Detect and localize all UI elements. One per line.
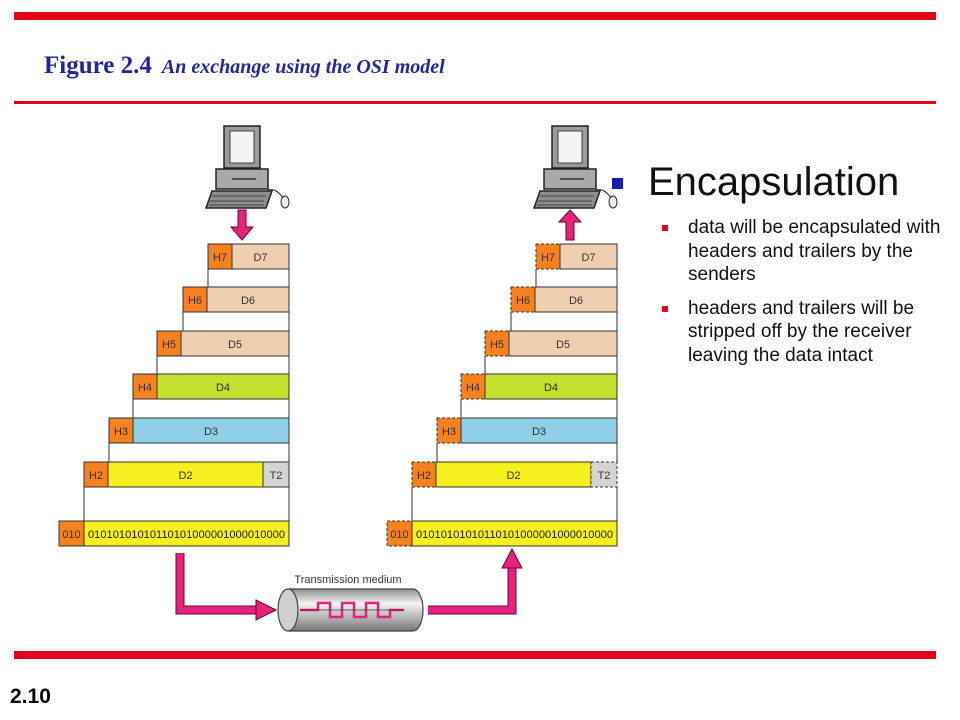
sub-bullets: data will be encapsulated with headers a… [612,216,942,367]
header-label: H4 [138,382,152,394]
sub-bullet-text: data will be encapsulated with headers a… [688,217,941,285]
encapsulation-heading: Encapsulation [612,158,942,206]
sub-bullet-text: headers and trailers will be stripped of… [688,297,915,366]
physical-bits [411,520,618,547]
sub-bullet-icon [662,225,668,231]
mouse [280,195,290,209]
header-label: H3 [114,426,128,438]
trailer-label: T2 [270,470,283,482]
title-rule [14,101,936,104]
header-h5 [156,330,182,357]
data-d2 [435,461,592,488]
data-d7 [231,243,290,270]
data-d5 [508,330,618,357]
header-label: H6 [188,295,202,307]
physical-bits [83,520,290,547]
slide-title: Figure 2.4 An exchange using the OSI mode… [44,52,445,80]
mouse [608,195,618,209]
data-label: D4 [216,382,230,394]
trailer-t2 [590,461,618,488]
sub-bullet: data will be encapsulated with headers a… [658,216,942,287]
data-d5 [180,330,290,357]
header-label: H4 [466,382,480,394]
physical-bits-label: 01010101010110101000001000010000 [88,529,285,541]
header-label: H2 [89,470,103,482]
path-shadow [428,566,517,615]
keyboard [532,190,602,209]
data-label: D5 [556,339,570,351]
data-label: D5 [228,339,242,351]
header-label: H3 [442,426,456,438]
bottom-rule [14,651,936,659]
header-h6 [510,286,536,313]
to-medium-arrow-head-icon [255,599,278,621]
from-medium-arrow-path [428,566,516,614]
bullet-square-icon [612,178,623,189]
from-medium-arrow-head-icon [501,547,523,569]
monitor-screen [557,130,583,164]
computers [204,125,618,209]
path-shadow [175,553,258,615]
figure-label: Figure 2.4 [44,52,152,79]
header-h7 [207,243,233,270]
data-label: D6 [569,295,583,307]
header-label: H6 [516,295,530,307]
header-h5 [484,330,510,357]
data-label: D3 [204,426,218,438]
sub-bullet-icon [662,305,668,312]
receiver-computer-icon [532,125,618,209]
monitor-screen [229,130,255,164]
sub-bullet: headers and trailers will be stripped of… [658,297,942,368]
physical-header [386,520,413,547]
header-label: H5 [162,339,176,351]
receiver-up-arrow-icon [557,209,583,241]
keyboard-keys [537,195,594,206]
data-d3 [132,417,290,444]
data-d2 [107,461,264,488]
transmission-medium: Transmission medium [277,574,424,632]
page-number: 2.10 [10,685,51,708]
trailer-label: T2 [598,470,611,482]
sender-down-arrow-icon [229,209,255,241]
transmission-medium-label: Transmission medium [294,574,401,586]
data-label: D7 [253,252,267,264]
physical-header [58,520,85,547]
data-d4 [156,373,290,400]
data-d6 [206,286,290,313]
keyboard [204,190,274,209]
data-d6 [534,286,618,313]
data-d7 [559,243,618,270]
header-label: H7 [213,252,227,264]
header-h4 [460,373,486,400]
header-h2 [411,461,437,488]
keyboard-keys [209,195,266,206]
header-label: H2 [417,470,431,482]
bullet-list: Encapsulation data will be encapsulated … [612,158,942,377]
figure-caption: An exchange using the OSI model [161,56,445,78]
data-label: D3 [532,426,546,438]
top-rule [14,12,936,20]
flow-arrows [175,209,583,621]
header-h2 [83,461,109,488]
data-d3 [460,417,618,444]
data-d4 [484,373,618,400]
encapsulation-heading-text: Encapsulation [648,160,900,204]
physical-bits-label: 01010101010110101000001000010000 [416,529,613,541]
trailer-t2 [262,461,290,488]
header-h4 [132,373,158,400]
data-label: D2 [178,470,192,482]
data-label: D7 [581,252,595,264]
data-label: D4 [544,382,558,394]
physical-header-label: 010 [62,529,80,541]
to-medium-arrow-path [176,553,258,614]
header-label: H7 [541,252,555,264]
header-label: H5 [490,339,504,351]
data-label: D2 [506,470,520,482]
physical-header-label: 010 [390,529,408,541]
data-label: D6 [241,295,255,307]
sender-computer-icon [204,125,290,209]
